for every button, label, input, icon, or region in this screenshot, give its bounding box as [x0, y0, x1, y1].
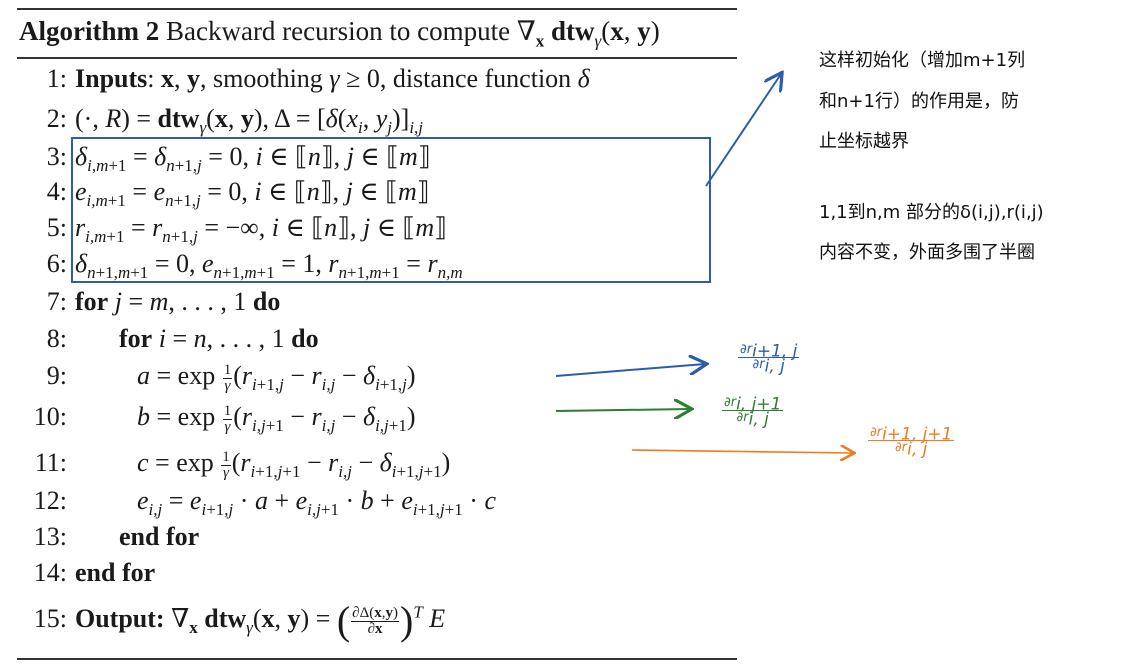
note-2-line-1: 1,1到n,m 部分的δ(i,j),r(i,j) [819, 202, 1044, 223]
handwritten-derivative-1: ∂ri+1, j ∂ri, j [738, 341, 800, 377]
algo-line-2: 2:(·, R) = dtwγ(x, y), Δ = [δ(xi, yj)]i,… [46, 104, 424, 138]
handwritten-derivative-2: ∂ri, j+1 ∂ri, j [722, 394, 784, 430]
note-1-line-2: 和n+1行）的作用是，防 [819, 91, 1019, 112]
algo-line-6: 6:δn+1,m+1 = 0, en+1,m+1 = 1, rn+1,m+1 =… [46, 249, 463, 283]
algo-line-12: 12:ei,j = ei+1,j · a + ei,j+1 · b + ei+1… [33, 486, 496, 520]
bottom-rule [17, 658, 737, 660]
handwritten-derivative-3: ∂ri+1, j+1 ∂ri, j [868, 424, 955, 460]
algo-line-14: 14:end for [33, 558, 156, 587]
algo-line-3: 3:δi,m+1 = δn+1,j = 0, i ∈ ⟦n⟧, j ∈ ⟦m⟧ [46, 142, 431, 176]
algo-line-4: 4:ei,m+1 = en+1,j = 0, i ∈ ⟦n⟧, j ∈ ⟦m⟧ [46, 177, 430, 211]
algo-line-8: 8:for i = n, . . . , 1 do [46, 324, 319, 353]
algo-line-7: 7:for j = m, . . . , 1 do [46, 287, 281, 316]
algo-line-5: 5:ri,m+1 = rn+1,j = −∞, i ∈ ⟦n⟧, j ∈ ⟦m⟧ [46, 213, 447, 247]
note-2-line-2: 内容不变，外面多围了半圈 [819, 242, 1035, 263]
algorithm-label: Algorithm 2 [19, 16, 160, 46]
algorithm-block: Algorithm 2 Backward recursion to comput… [17, 0, 737, 669]
top-rule [17, 8, 737, 10]
algorithm-title: Algorithm 2 Backward recursion to comput… [19, 16, 660, 51]
algorithm-caption: Backward recursion to compute ∇ [165, 16, 536, 46]
algo-line-1: 1:Inputs: x, y, smoothing γ ≥ 0, distanc… [46, 64, 590, 93]
note-1-line-3: 止坐标越界 [819, 131, 909, 152]
init-highlight-box [71, 137, 711, 283]
algo-line-15: 15:Output: ∇x dtwγ(x, y) = (∂Δ(x,y)∂x)T … [33, 598, 446, 644]
algo-line-13: 13:end for [33, 522, 200, 551]
note-1-line-1: 这样初始化（增加m+1列 [819, 50, 1026, 71]
mid-rule [17, 57, 737, 59]
